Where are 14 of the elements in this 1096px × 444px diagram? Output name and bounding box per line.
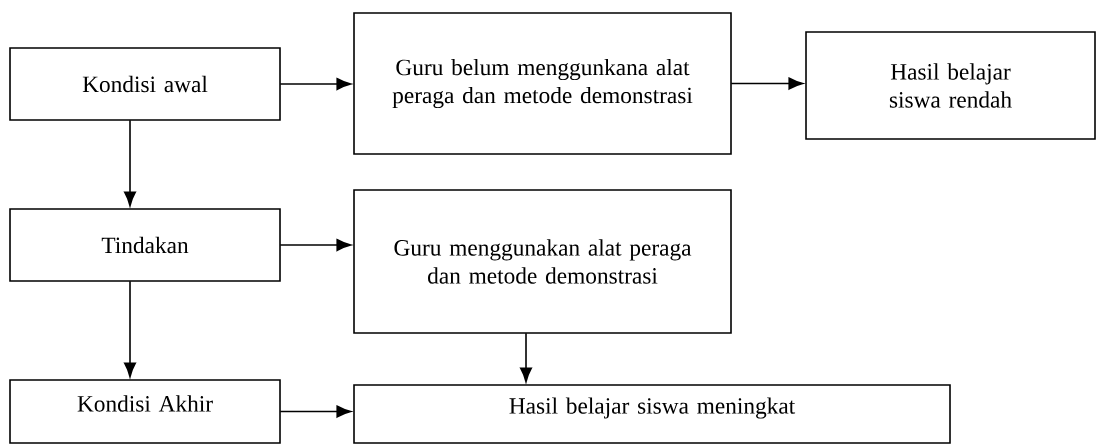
arrow — [279, 405, 352, 418]
arrow — [279, 77, 352, 91]
process-box: Hasil belajar siswa meningkat — [353, 384, 951, 444]
arrow — [123, 280, 137, 378]
process-box: Kondisi awal — [9, 47, 281, 121]
process-box: Guru menggunakan alat peraga dan metode demonstrasi — [353, 189, 732, 334]
arrow — [123, 119, 137, 207]
process-box: Kondisi Akhir — [9, 379, 281, 444]
process-box: Guru belum menggunkana alat peraga dan metode demonstrasi — [353, 12, 732, 155]
arrow — [730, 77, 804, 90]
arrow — [519, 332, 533, 383]
process-box: Tindakan — [9, 208, 281, 282]
process-box: Hasil belajar siswa rendah — [805, 31, 1096, 140]
arrow — [279, 238, 352, 252]
